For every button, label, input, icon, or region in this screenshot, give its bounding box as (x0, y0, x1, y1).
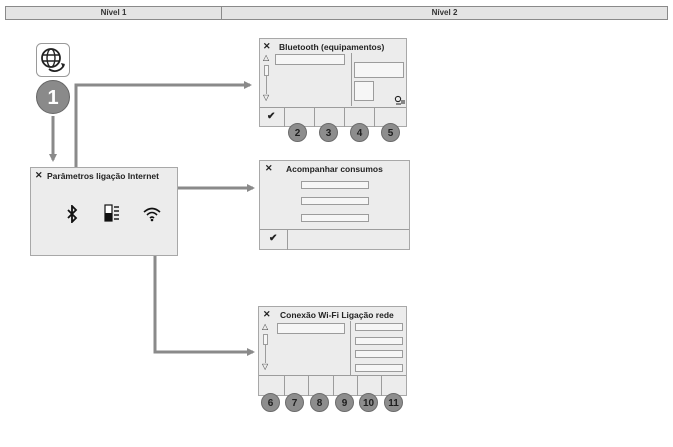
arrow-to-bluetooth (74, 81, 252, 200)
consumption-field-1[interactable] (301, 181, 369, 189)
scroll-down-icon[interactable]: ▽ (262, 362, 269, 371)
callout-7: 7 (285, 393, 304, 412)
toolbar-separator (284, 107, 285, 127)
consumption-title: Acompanhar consumos (286, 164, 383, 174)
toolbar-separator (284, 375, 285, 396)
bluetooth-icon[interactable] (66, 205, 78, 223)
confirm-check-icon[interactable]: ✔ (267, 111, 276, 122)
internet-params-screen: ✕ Parâmetros ligação Internet (30, 167, 178, 256)
close-icon[interactable]: ✕ (263, 41, 271, 51)
callout-8: 8 (310, 393, 329, 412)
callout-10: 10 (359, 393, 378, 412)
consumption-field-3[interactable] (301, 214, 369, 222)
callout-2: 2 (288, 123, 307, 142)
toolbar-divider (260, 229, 409, 230)
scroll-up-icon[interactable]: △ (263, 53, 270, 62)
network-field-3[interactable] (355, 350, 403, 358)
level2-header: Nível 2 (221, 6, 668, 20)
network-list-field[interactable] (277, 323, 345, 334)
consumption-field-2[interactable] (301, 197, 369, 205)
scroll-track (265, 345, 266, 363)
wifi-screen: ✕ Conexão Wi-Fi Ligação rede △ ▽ (258, 306, 407, 396)
toolbar-separator (344, 107, 345, 127)
scroll-up-icon[interactable]: △ (262, 322, 269, 331)
network-field-1[interactable] (355, 323, 403, 331)
consumption-screen: ✕ Acompanhar consumos ✔ (259, 160, 410, 250)
panel-divider (351, 53, 352, 106)
arrow-to-wifi (153, 225, 255, 356)
scroll-thumb[interactable] (264, 65, 269, 76)
scroll-thumb[interactable] (263, 334, 268, 345)
internet-globe-icon (36, 43, 70, 77)
device-info-field (354, 62, 404, 78)
toolbar-divider (260, 107, 406, 108)
step-1-marker: 1 (36, 80, 70, 114)
bluetooth-title: Bluetooth (equipamentos) (279, 42, 385, 52)
close-icon[interactable]: ✕ (35, 170, 43, 180)
toolbar-separator (357, 375, 358, 396)
close-icon[interactable]: ✕ (263, 309, 271, 319)
wifi-icon[interactable] (143, 206, 161, 222)
toolbar-divider (259, 375, 406, 376)
device-list-field[interactable] (275, 54, 345, 65)
callout-9: 9 (335, 393, 354, 412)
toolbar-separator (381, 375, 382, 396)
internet-params-title: Parâmetros ligação Internet (47, 171, 159, 181)
toolbar-separator (333, 375, 334, 396)
network-field-4[interactable] (355, 364, 403, 372)
device-image-field (354, 81, 374, 101)
close-icon[interactable]: ✕ (265, 163, 273, 173)
confirm-check-icon[interactable]: ✔ (269, 233, 278, 244)
toolbar-separator (374, 107, 375, 127)
scroll-down-icon[interactable]: ▽ (263, 93, 270, 102)
callout-11: 11 (384, 393, 403, 412)
callout-4: 4 (350, 123, 369, 142)
wifi-title: Conexão Wi-Fi Ligação rede (280, 310, 394, 320)
toolbar-separator (314, 107, 315, 127)
consumption-icon[interactable] (104, 204, 120, 222)
device-settings-icon[interactable] (394, 95, 405, 105)
callout-6: 6 (261, 393, 280, 412)
panel-divider (350, 321, 351, 375)
bluetooth-screen: ✕ Bluetooth (equipamentos) △ ▽ ✔ (259, 38, 407, 127)
toolbar-separator (287, 229, 288, 250)
callout-5: 5 (381, 123, 400, 142)
toolbar-separator (308, 375, 309, 396)
callout-3: 3 (319, 123, 338, 142)
network-field-2[interactable] (355, 337, 403, 345)
scroll-track (266, 76, 267, 94)
